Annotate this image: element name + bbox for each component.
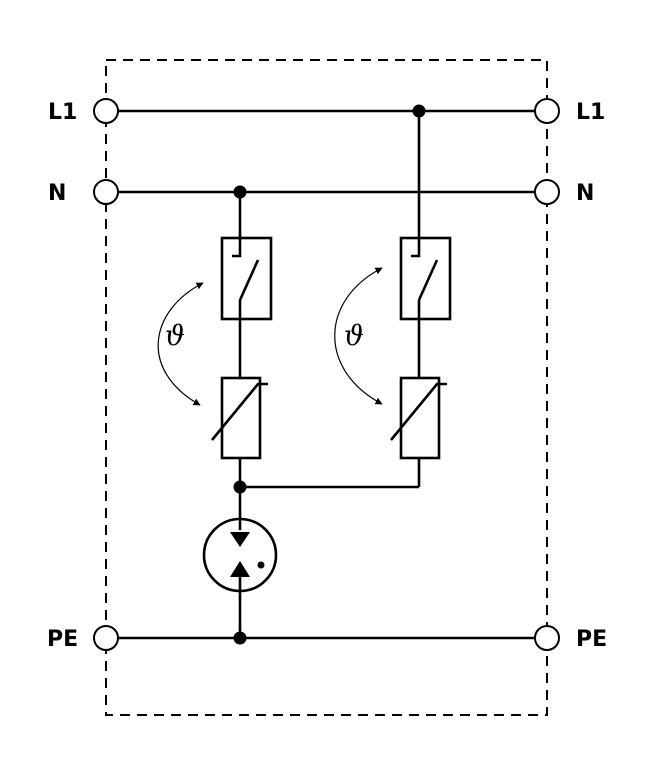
terminal-pe-left [93, 625, 119, 651]
label-l1-left: L1 [48, 100, 77, 125]
thermal-disconnector-icon [220, 236, 273, 321]
thermal-symbol-right: ϑ [344, 319, 364, 352]
varistor-icon [389, 376, 447, 460]
terminal-n-right [534, 179, 560, 205]
varistor-icon [210, 376, 268, 460]
terminal-n-left [93, 179, 119, 205]
label-n-right: N [576, 181, 594, 206]
thermal-coupling-arrow-right [334, 267, 383, 405]
junction-dot-pe [233, 631, 247, 645]
junction-dot-n [233, 185, 247, 199]
enclosure-dashed-border [105, 59, 548, 716]
thermal-symbol-left: ϑ [165, 319, 185, 352]
terminal-l1-right [534, 98, 560, 124]
label-l1-right: L1 [576, 100, 605, 125]
thermal-disconnector-icon [399, 236, 452, 321]
terminal-l1-left [93, 98, 119, 124]
label-pe-left: PE [47, 627, 78, 652]
terminal-pe-right [534, 625, 560, 651]
gas-discharge-tube-icon [202, 517, 278, 593]
thermal-coupling-arrow-left [157, 282, 204, 406]
junction-dot-l1 [412, 104, 426, 118]
label-pe-right: PE [576, 627, 607, 652]
label-n-left: N [48, 181, 66, 206]
junction-dot-branch [233, 480, 247, 494]
